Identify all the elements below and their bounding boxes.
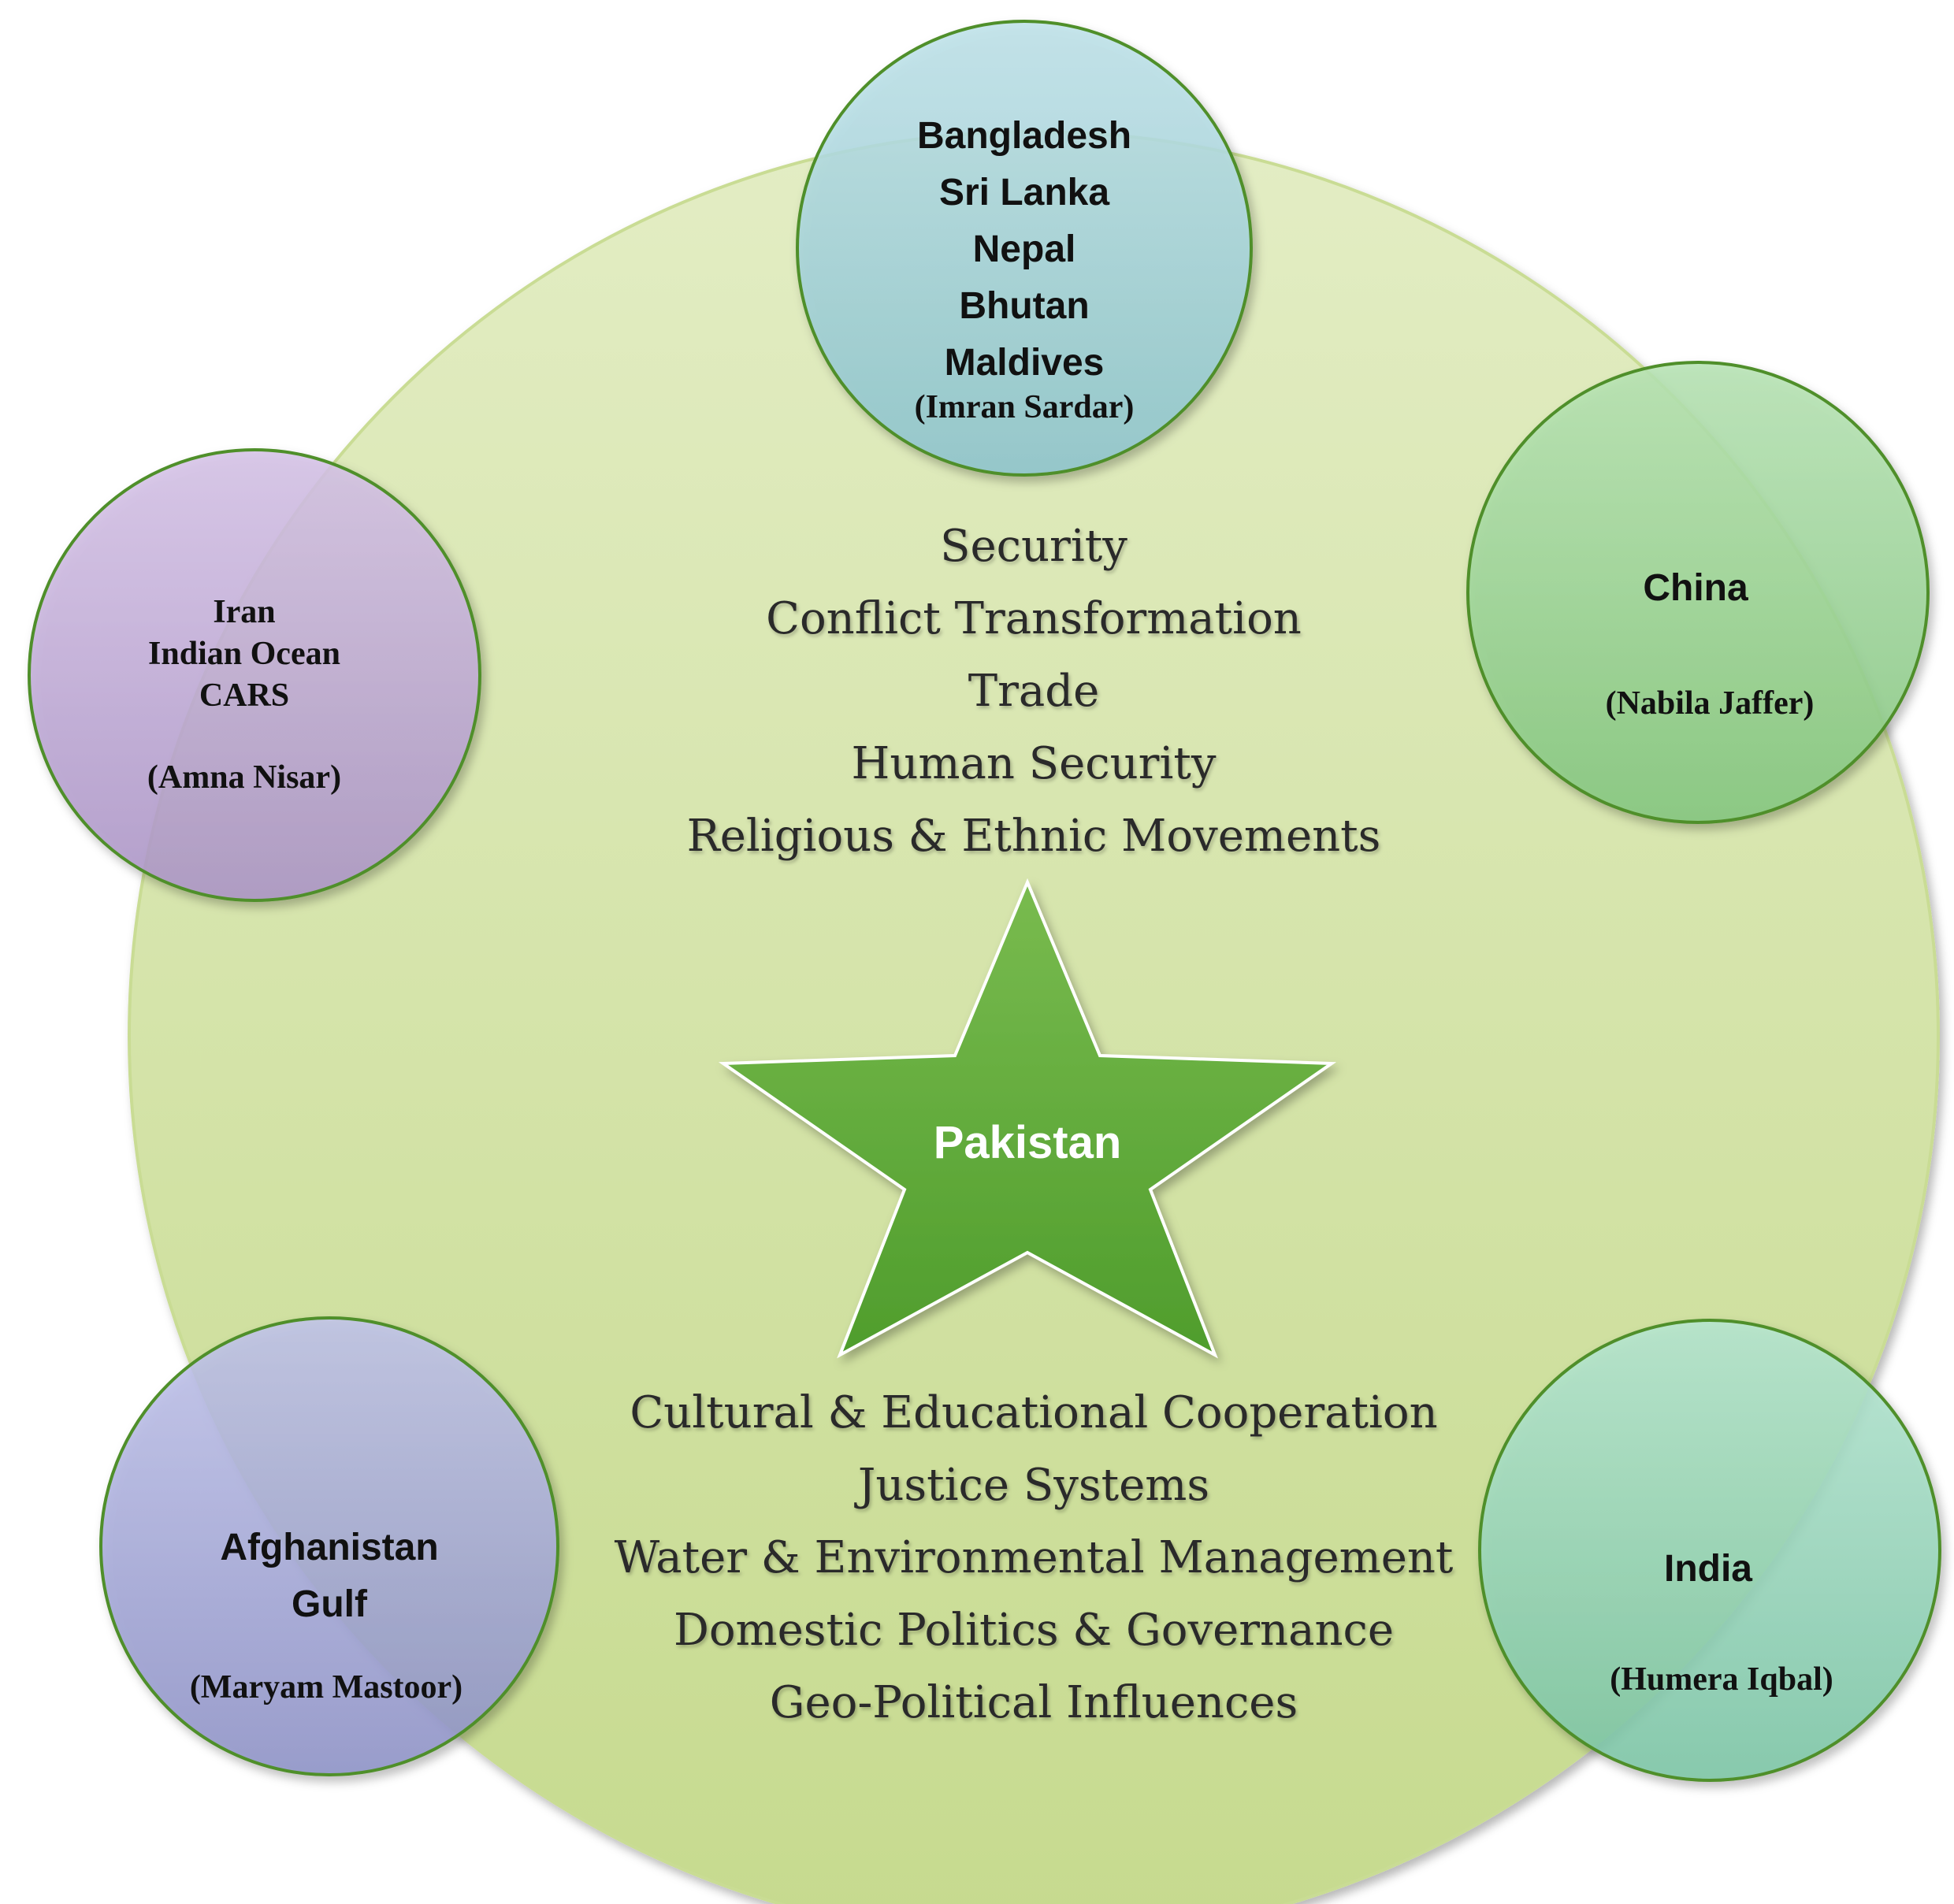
theme-domestic-politics: Domestic Politics & Governance <box>674 1605 1394 1656</box>
region-bhutan: Bhutan <box>959 285 1089 327</box>
region-india: India <box>1664 1548 1752 1590</box>
theme-trade: Trade <box>968 666 1100 717</box>
theme-justice-systems: Justice Systems <box>854 1460 1209 1511</box>
region-china: China <box>1643 567 1748 609</box>
node-south-asia-circle <box>796 20 1253 477</box>
region-indian-ocean: Indian Ocean <box>148 636 340 672</box>
node-india: India (Humera Iqbal) <box>1478 1319 1941 1782</box>
person-amna-nisar: (Amna Nisar) <box>147 759 341 796</box>
theme-geo-political: Geo-Political Influences <box>770 1677 1298 1728</box>
region-afghanistan: Afghanistan <box>220 1527 438 1568</box>
person-humera-iqbal: (Humera Iqbal) <box>1610 1661 1833 1698</box>
region-cars: CARS <box>199 677 289 714</box>
person-nabila-jaffer: (Nabila Jaffer) <box>1606 685 1815 722</box>
theme-security: Security <box>940 521 1127 572</box>
theme-conflict-transformation: Conflict Transformation <box>766 593 1302 644</box>
theme-water-environment: Water & Environmental Management <box>615 1532 1454 1583</box>
node-china: China (Nabila Jaffer) <box>1466 361 1930 824</box>
region-maldives: Maldives <box>945 342 1105 384</box>
theme-human-security: Human Security <box>851 738 1216 789</box>
person-imran-sardar: (Imran Sardar) <box>915 389 1135 425</box>
node-india-circle <box>1478 1319 1941 1782</box>
themes-bottom: Cultural & Educational Cooperation Justi… <box>615 1387 1454 1728</box>
node-afghanistan: Afghanistan Gulf (Maryam Mastoor) <box>99 1316 559 1776</box>
region-sri-lanka: Sri Lanka <box>939 172 1109 213</box>
node-iran-circle <box>28 448 481 902</box>
theme-cultural-educational: Cultural & Educational Cooperation <box>630 1387 1437 1438</box>
star-shape <box>718 878 1337 1359</box>
themes-top: Security Conflict Transformation Trade H… <box>687 521 1381 862</box>
region-bangladesh: Bangladesh <box>917 115 1131 157</box>
region-iran: Iran <box>213 594 275 630</box>
region-gulf: Gulf <box>292 1583 368 1625</box>
node-south-asia: Bangladesh Sri Lanka Nepal Bhutan Maldiv… <box>796 20 1253 477</box>
node-afghanistan-circle <box>99 1316 559 1776</box>
region-nepal: Nepal <box>973 228 1076 270</box>
node-china-circle <box>1466 361 1930 824</box>
node-iran: Iran Indian Ocean CARS (Amna Nisar) <box>28 448 481 902</box>
person-maryam-mastoor: (Maryam Mastoor) <box>190 1669 462 1705</box>
star-label: Pakistan <box>934 1117 1122 1168</box>
theme-religious-ethnic: Religious & Ethnic Movements <box>687 811 1381 862</box>
